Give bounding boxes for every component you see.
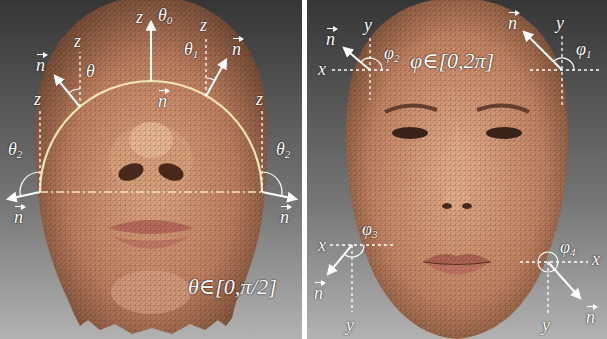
- base-line: [40, 191, 262, 193]
- axis-angle-label: θ2: [8, 140, 22, 158]
- angle-arc: [344, 245, 364, 257]
- normal-vector-label: n: [586, 304, 595, 326]
- subscript: 1: [193, 48, 199, 60]
- angle-arc: [361, 58, 382, 70]
- z-axis-line: [39, 110, 40, 192]
- axis-angle-label: z: [34, 90, 41, 108]
- range-label: φ∈[0,2π]: [410, 50, 494, 72]
- x-axis-line: [530, 69, 600, 70]
- axis-angle-label: φ4: [560, 238, 576, 256]
- normal-vector-label: n: [36, 52, 45, 74]
- axis-angle-label: θ2: [276, 140, 290, 158]
- normal-vector-label: n: [14, 204, 23, 226]
- phi-annotations: [328, 32, 600, 314]
- mesh-overlay: [346, 0, 568, 339]
- axis-angle-label: z: [200, 16, 207, 34]
- axis-angle-label: φ3: [362, 220, 378, 238]
- symbol: θ: [184, 39, 193, 59]
- normal-arrow: [328, 245, 352, 274]
- x-axis-line: [520, 261, 588, 262]
- theta-annotations: [8, 22, 296, 199]
- normal-arrow: [524, 32, 562, 70]
- axis-angle-label: y: [346, 316, 354, 334]
- symbol: φ: [362, 219, 372, 239]
- z-axis-line: [205, 36, 206, 96]
- angle-arc: [554, 58, 575, 70]
- axis-angle-label: θ1: [184, 40, 198, 58]
- symbol: φ: [384, 43, 394, 63]
- angle-arc: [262, 172, 282, 196]
- subscript: 0: [167, 14, 173, 26]
- range-label: θ∈[0,π/2]: [188, 276, 277, 298]
- x-axis-line: [330, 244, 395, 245]
- normal-vector-label: n: [158, 88, 167, 110]
- axis-angle-label: y: [542, 316, 550, 334]
- y-axis-line: [547, 262, 548, 314]
- axis-angle-label: y: [364, 16, 372, 34]
- axis-angle-label: y: [556, 14, 564, 32]
- axis-angle-label: x: [318, 60, 326, 78]
- axis-angle-label: φ1: [576, 40, 592, 58]
- axis-angle-label: z: [136, 8, 143, 26]
- normal-vector-label: n: [326, 26, 335, 48]
- normal-arrow: [150, 22, 152, 81]
- subscript: 3: [372, 228, 378, 240]
- normal-arrow: [8, 192, 40, 199]
- normal-vector-label: n: [232, 36, 241, 58]
- axis-angle-label: z: [256, 90, 263, 108]
- face-front-view: [346, 0, 568, 339]
- angle-arc: [206, 78, 215, 80]
- normal-vector-label: n: [508, 10, 517, 32]
- axis-angle-label: x: [592, 250, 600, 268]
- subscript: 2: [17, 148, 23, 160]
- z-axis-line: [261, 110, 262, 192]
- axis-angle-label: θ: [86, 62, 95, 80]
- symbol: φ: [576, 39, 586, 59]
- axis-angle-label: φ2: [384, 44, 400, 62]
- symbol: θ: [276, 139, 285, 159]
- axis-angle-label: θ0: [158, 6, 172, 24]
- normal-vector-label: n: [314, 280, 323, 302]
- normal-vector-label: n: [280, 204, 289, 226]
- axis-angle-label: z: [74, 32, 81, 50]
- normal-arrow: [206, 60, 226, 96]
- z-axis-line: [79, 52, 80, 107]
- subscript: 2: [285, 148, 291, 160]
- y-axis-line: [351, 245, 352, 312]
- subscript: 4: [570, 246, 576, 258]
- angle-arc: [69, 89, 80, 93]
- angle-arc: [20, 172, 40, 196]
- symbol: φ: [560, 237, 570, 257]
- subscript: 1: [586, 48, 592, 60]
- angle-circle: [538, 252, 558, 272]
- axis-angle-label: x: [318, 236, 326, 254]
- y-axis-line: [561, 36, 562, 105]
- symbol: θ: [8, 139, 17, 159]
- subscript: 2: [394, 52, 400, 64]
- normal-arrow: [262, 192, 296, 199]
- x-axis-line: [332, 69, 392, 70]
- normal-arrow: [55, 76, 80, 107]
- symbol: θ: [158, 5, 167, 25]
- face-mesh: [346, 0, 568, 339]
- normal-arrow: [548, 262, 580, 298]
